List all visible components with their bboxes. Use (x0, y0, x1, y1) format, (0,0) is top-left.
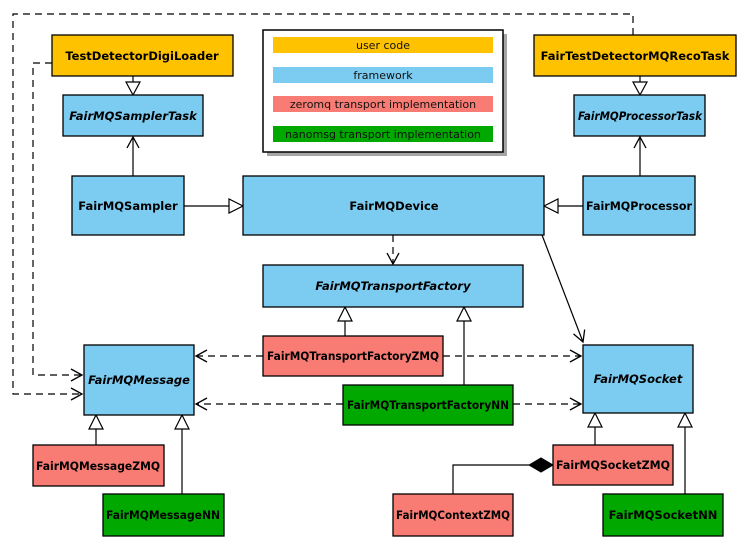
node-fairmq-message-zmq: FairMQMessageZMQ (32, 444, 165, 487)
legend-item-nanomsg: nanomsg transport implementation (273, 126, 493, 142)
legend-label-nanomsg: nanomsg transport implementation (285, 128, 481, 141)
node-fair-test-detector-mq-reco-task: FairTestDetectorMQRecoTask (533, 34, 737, 77)
node-fairmq-message-nn: FairMQMessageNN (102, 493, 225, 537)
node-fairmq-socket: FairMQSocket (582, 344, 694, 414)
node-fairmq-sampler: FairMQSampler (71, 175, 185, 236)
node-test-detector-digi-loader-box (51, 34, 234, 77)
node-fairmq-processor-label: FairMQProcessor (586, 199, 692, 213)
edge-assoc-device-socket (541, 234, 586, 344)
legend-label-framework: framework (353, 69, 413, 82)
edge-inherit-socketzmq-socket (587, 411, 603, 445)
node-fairmq-processor: FairMQProcessor (582, 175, 696, 236)
node-fairmq-message-nn-box (102, 493, 225, 537)
legend-swatch-user-code (273, 37, 493, 53)
edge-dep-digiloader-message (32, 62, 84, 382)
node-fair-test-detector-mq-reco-task-box (533, 34, 737, 77)
legend-swatch-zeromq (273, 96, 493, 112)
node-fairmq-device: FairMQDevice (242, 175, 545, 236)
node-fairmq-sampler-task-label: FairMQSamplerTask (69, 109, 198, 123)
node-fairmq-transport-factory-nn-box (342, 384, 514, 426)
node-fairmq-socket-nn-label: FairMQSocketNN (609, 508, 718, 522)
edge-inherit-socketnn-socket (677, 411, 693, 494)
node-fairmq-message-box (83, 344, 195, 416)
node-fairmq-context-zmq-box (392, 493, 514, 537)
node-fairmq-message: FairMQMessage (83, 344, 195, 416)
node-test-detector-digi-loader-label: TestDetectorDigiLoader (65, 49, 219, 63)
node-fairmq-sampler-task: FairMQSamplerTask (62, 94, 204, 137)
node-fairmq-message-nn-label: FairMQMessageNN (106, 508, 220, 522)
legend-swatch-nanomsg (273, 126, 493, 142)
node-fairmq-sampler-box (71, 175, 185, 236)
edge-inherit-factoryzmq-factory (337, 305, 353, 336)
node-fairmq-socket-zmq-label: FairMQSocketZMQ (556, 458, 670, 472)
node-fairmq-device-box (242, 175, 545, 236)
legend-item-user-code: user code (273, 37, 493, 53)
node-fairmq-socket-zmq-box (552, 444, 674, 486)
node-fairmq-processor-task: FairMQProcessorTask (573, 94, 706, 137)
node-fairmq-message-zmq-box (32, 444, 165, 487)
edge-inherit-factorynn-factory (456, 305, 472, 385)
edge-inherit-digiloader-samplertask (124, 76, 142, 97)
node-fairmq-socket-nn: FairMQSocketNN (602, 493, 724, 537)
legend-label-user-code: user code (356, 39, 410, 52)
legend-item-zeromq: zeromq transport implementation (273, 96, 493, 112)
legend: user code framework zeromq transport imp… (262, 29, 507, 156)
node-fairmq-transport-factory-zmq: FairMQTransportFactoryZMQ (262, 335, 444, 377)
legend-item-framework: framework (273, 67, 493, 83)
node-fair-test-detector-mq-reco-task-label: FairTestDetectorMQRecoTask (541, 49, 730, 63)
node-fairmq-transport-factory-label: FairMQTransportFactory (315, 279, 471, 293)
node-fairmq-context-zmq: FairMQContextZMQ (392, 493, 514, 537)
node-fairmq-sampler-label: FairMQSampler (78, 199, 178, 213)
edge-inherit-processor-device (542, 198, 583, 214)
node-fairmq-socket-label: FairMQSocket (594, 372, 683, 386)
node-fairmq-transport-factory-nn-label: FairMQTransportFactoryNN (347, 398, 509, 412)
node-fairmq-transport-factory-zmq-label: FairMQTransportFactoryZMQ (267, 349, 439, 363)
node-fairmq-socket-nn-box (602, 493, 724, 537)
node-fairmq-transport-factory-zmq-box (262, 335, 444, 377)
node-fairmq-sampler-task-box (62, 94, 204, 137)
node-fairmq-processor-task-box (573, 94, 706, 137)
node-test-detector-digi-loader: TestDetectorDigiLoader (51, 34, 234, 77)
edge-comp-contextzmq-socketzmq (452, 457, 554, 494)
node-fairmq-transport-factory-box (262, 264, 524, 308)
edge-inherit-sampler-device (184, 198, 245, 214)
node-fairmq-transport-factory-nn: FairMQTransportFactoryNN (342, 384, 514, 426)
node-fairmq-message-label: FairMQMessage (88, 373, 190, 387)
node-fairmq-socket-box (582, 344, 694, 414)
node-fairmq-transport-factory: FairMQTransportFactory (262, 264, 524, 308)
legend-swatch-framework (273, 67, 493, 83)
edge-inherit-recotask-processortask (631, 76, 649, 97)
node-fairmq-message-zmq-label: FairMQMessageZMQ (36, 459, 160, 473)
node-fairmq-context-zmq-label: FairMQContextZMQ (396, 508, 510, 522)
edge-inherit-messagezmq-message (88, 413, 104, 445)
edge-dep-recotask-message (12, 13, 634, 401)
node-fairmq-socket-zmq: FairMQSocketZMQ (552, 444, 674, 486)
legend-label-zeromq: zeromq transport implementation (290, 98, 476, 111)
edge-inherit-messagenn-message (174, 413, 190, 494)
node-fairmq-device-label: FairMQDevice (349, 199, 438, 213)
node-fairmq-processor-task-label: FairMQProcessorTask (578, 109, 703, 123)
node-fairmq-processor-box (582, 175, 696, 236)
